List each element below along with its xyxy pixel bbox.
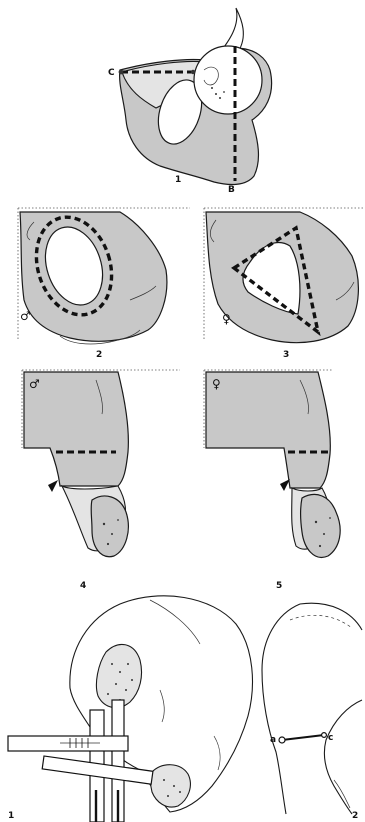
caliper-measurement-panel: 1 <box>8 596 252 822</box>
ilium-side-outline <box>262 603 362 814</box>
point-c-label: C <box>108 68 115 78</box>
a-c-measure-line <box>282 735 324 740</box>
panel-number-label: 1 <box>175 175 181 185</box>
ilium-measure-panel: a c 2 <box>262 603 362 821</box>
male-pubis-panel: ♂ 2 <box>18 207 190 360</box>
point-b-label: B <box>228 185 235 195</box>
arrowhead-icon <box>48 480 58 492</box>
panel-number-label: 2 <box>352 811 358 821</box>
hip-bone-panel: C B 1 <box>108 8 272 195</box>
male-sex-symbol: ♂ <box>20 309 31 323</box>
panel-number-label: 2 <box>96 350 102 360</box>
auricular-surface <box>96 644 141 707</box>
female-sex-symbol: ♀ <box>212 377 221 391</box>
caliper-instrument <box>8 700 153 822</box>
point-a-label: a <box>270 735 276 745</box>
arrowhead-icon <box>280 479 290 491</box>
panel-number-label: 4 <box>80 581 86 591</box>
panel-number-label: 5 <box>276 581 282 591</box>
panel-number-label: 3 <box>283 350 289 360</box>
point-c-label: c <box>328 733 333 743</box>
male-sciatic-notch-panel: ♂ 4 <box>22 370 180 591</box>
female-sciatic-notch-panel: ♀ 5 <box>204 370 340 591</box>
female-pubis-panel: ♀ 3 <box>204 208 365 360</box>
female-sex-symbol: ♀ <box>222 312 231 326</box>
female-sciatic-shape <box>206 372 330 488</box>
panel-number-label: 1 <box>8 811 14 821</box>
male-sex-symbol: ♂ <box>29 377 40 391</box>
point-c-marker <box>119 70 124 75</box>
